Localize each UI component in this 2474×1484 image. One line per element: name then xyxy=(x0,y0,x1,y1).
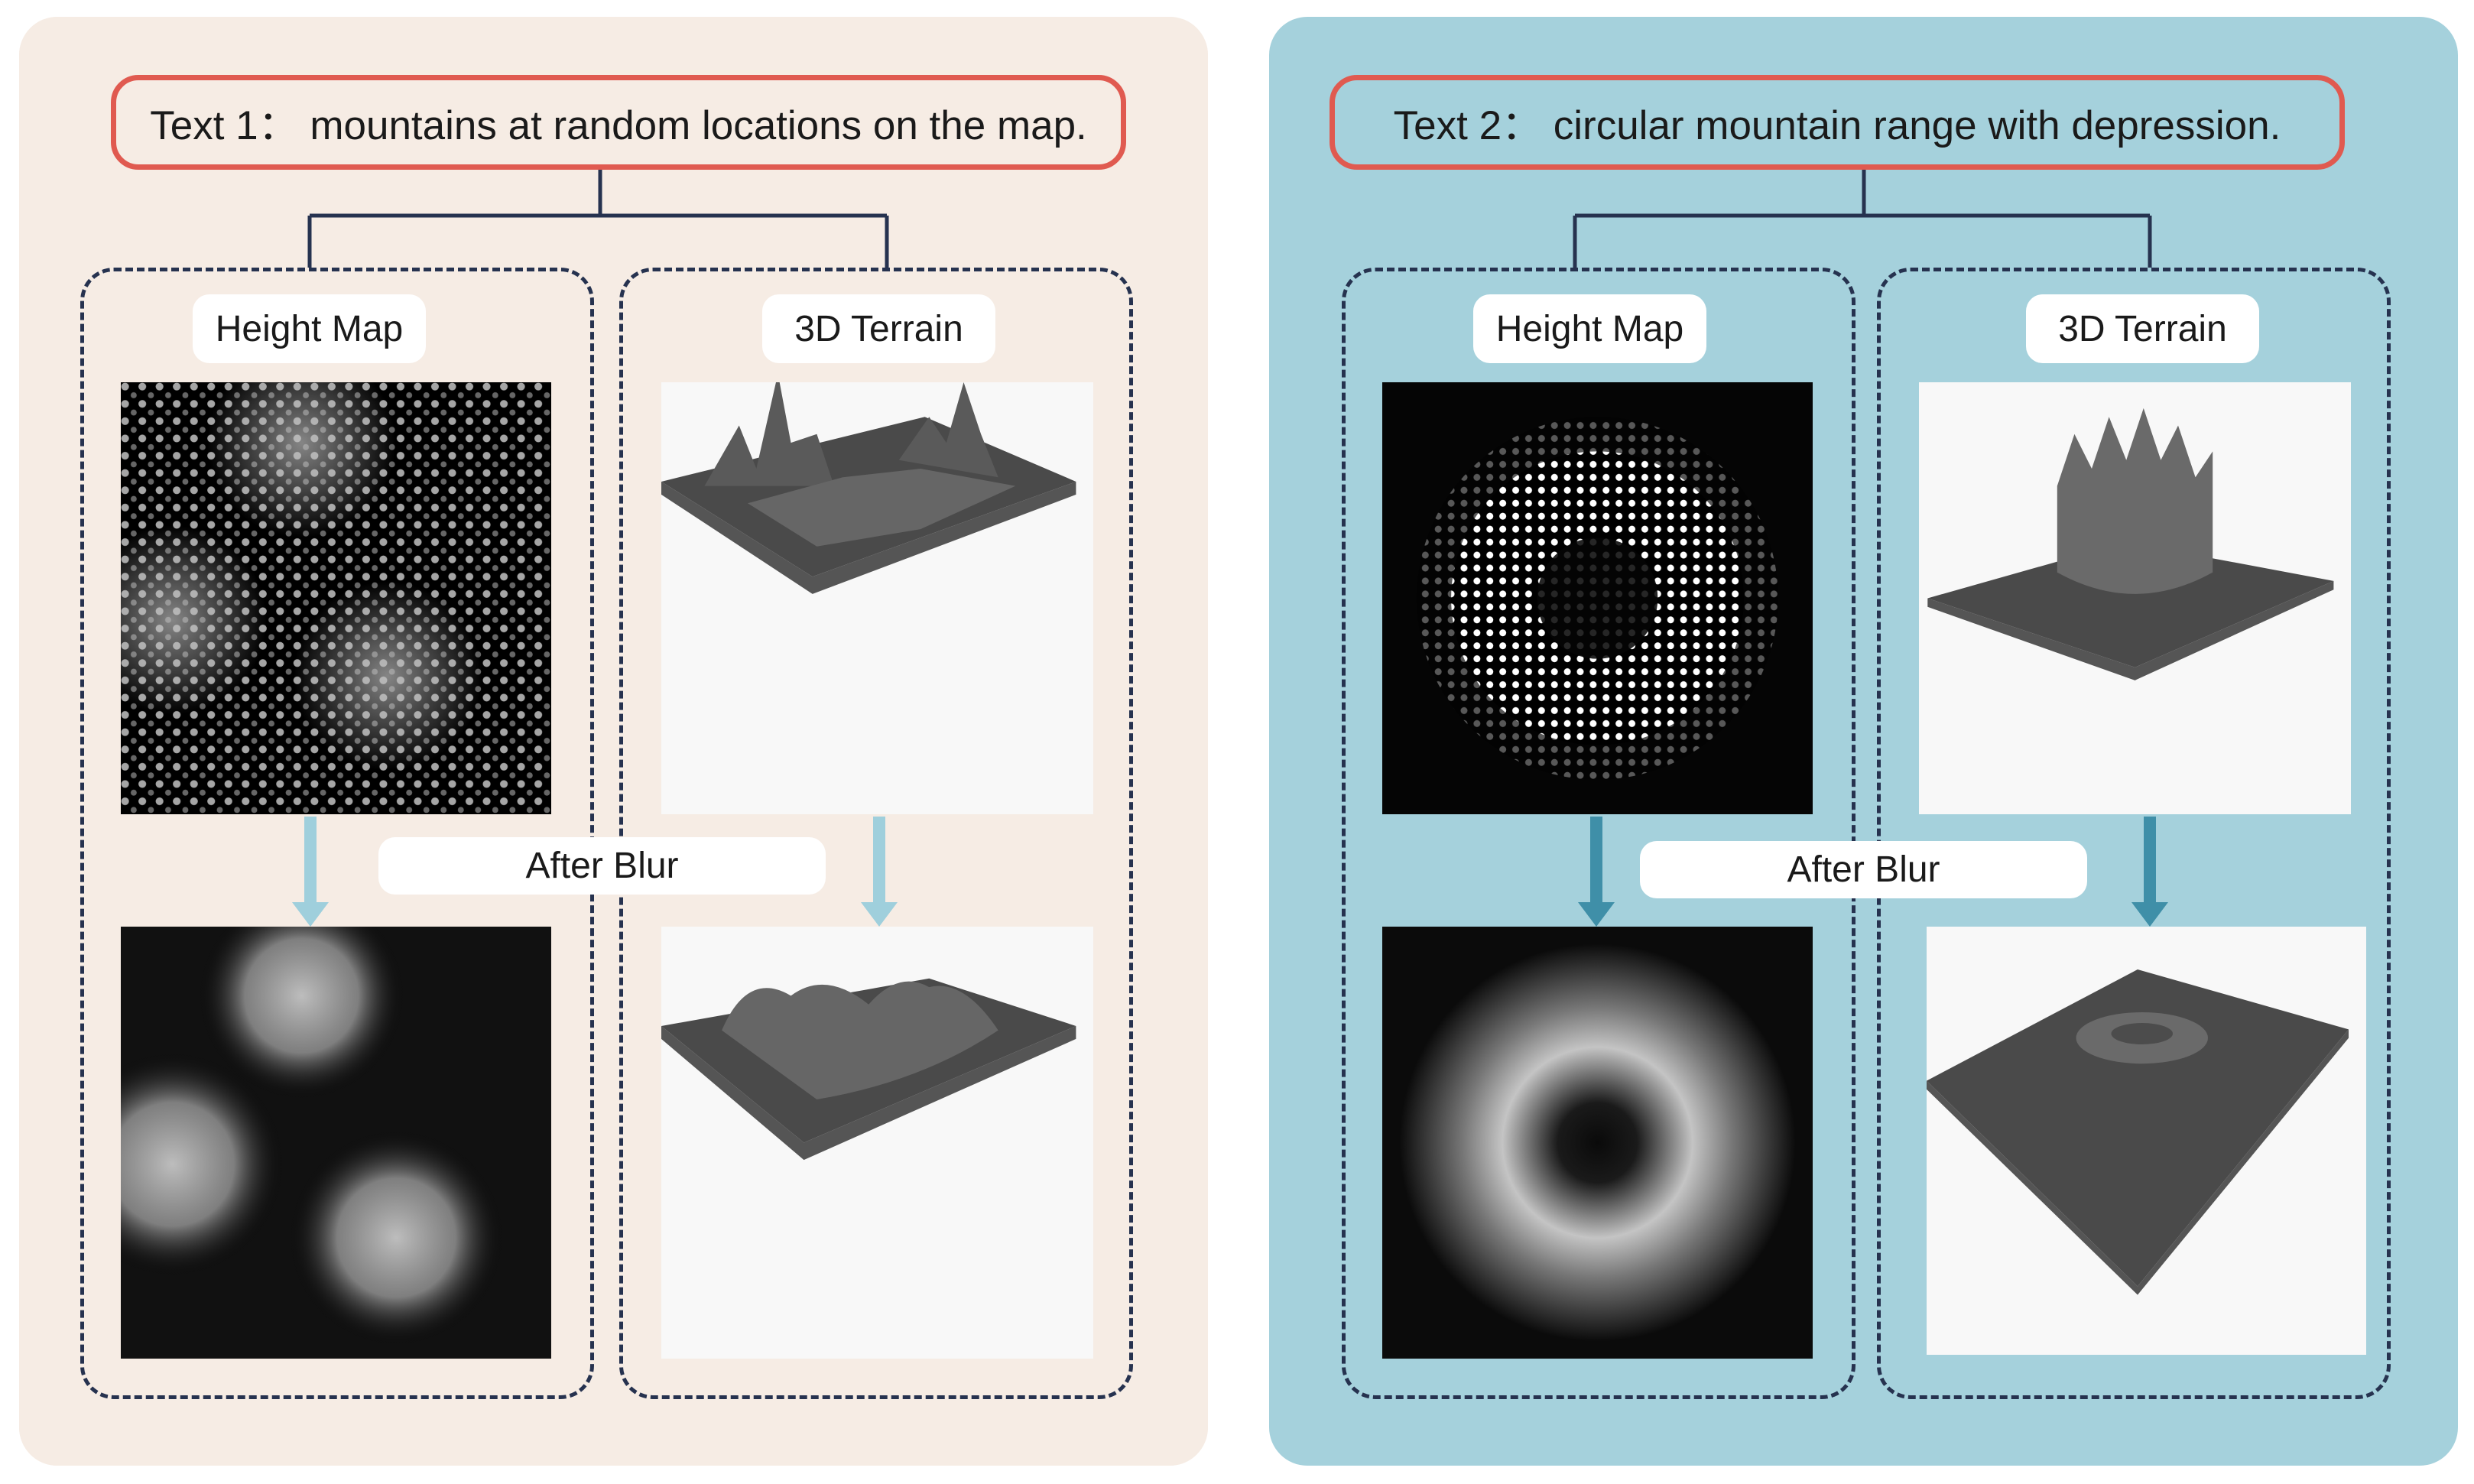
after-blur-label-1: After Blur xyxy=(378,837,826,895)
height-map-raw-2 xyxy=(1382,382,1813,814)
terrain-group-2 xyxy=(1877,268,2391,1399)
terrain-group-1 xyxy=(619,268,1133,1399)
height-map-group-2 xyxy=(1342,268,1856,1399)
terrain-label-1: 3D Terrain xyxy=(762,294,995,363)
terrain-label-2: 3D Terrain xyxy=(2026,294,2259,363)
height-map-group-1 xyxy=(80,268,594,1399)
after-blur-label-2: After Blur xyxy=(1640,841,2087,898)
height-map-raw-1 xyxy=(121,382,551,814)
height-map-label-2: Height Map xyxy=(1473,294,1706,363)
height-map-blurred-1 xyxy=(121,927,551,1359)
height-map-blurred-2 xyxy=(1382,927,1813,1359)
prompt-box-text-2: Text 2： circular mountain range with dep… xyxy=(1330,75,2345,170)
height-map-label-1: Height Map xyxy=(193,294,426,363)
terrain-raw-1 xyxy=(661,382,1093,814)
terrain-raw-2 xyxy=(1919,382,2351,814)
prompt-text-2: Text 2： circular mountain range with dep… xyxy=(1393,103,2281,148)
terrain-blurred-1 xyxy=(661,927,1093,1359)
prompt-text-1: Text 1： mountains at random locations on… xyxy=(150,103,1087,148)
terrain-blurred-2 xyxy=(1927,927,2366,1355)
prompt-box-text-1: Text 1： mountains at random locations on… xyxy=(111,75,1126,170)
